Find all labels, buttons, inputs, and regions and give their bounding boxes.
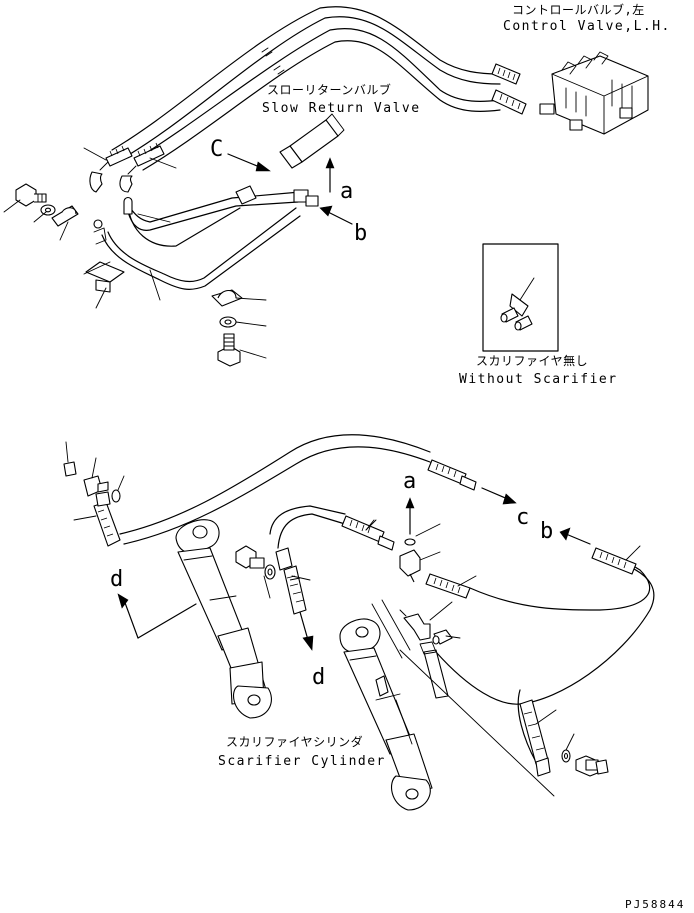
elbow-fitting-small xyxy=(123,196,133,215)
guide-line-lower-right xyxy=(399,649,555,797)
hose-break-mark-1 xyxy=(261,47,273,57)
leader-lines-top xyxy=(3,147,267,359)
hose-fitting-left-1 xyxy=(89,145,133,193)
slow-return-valve xyxy=(279,113,345,169)
leader-lines-bottom-right xyxy=(263,519,641,751)
ref-letter-c-bottom: c xyxy=(516,505,529,530)
pipe-long-lower xyxy=(101,215,301,290)
scarifier-cylinder-left xyxy=(175,519,272,719)
scarifier-cylinder-center xyxy=(339,618,433,811)
inset-frame xyxy=(482,243,559,352)
control-valve-label-en: Control Valve,L.H. xyxy=(503,19,671,34)
hose-fitting-center-2 xyxy=(425,573,471,599)
hose-right-loop-2 xyxy=(277,513,346,549)
hose-fitting-valve-2 xyxy=(491,89,527,115)
bolt-left xyxy=(15,183,47,207)
slow-return-valve-label-jp: スローリターンバルブ xyxy=(267,82,391,97)
pipe-tee-right-2 xyxy=(127,201,299,231)
arrow-c-top-shaft xyxy=(227,153,263,169)
washer-center xyxy=(219,316,237,328)
ref-letter-b-top: b xyxy=(354,221,367,246)
arrow-d-center-head xyxy=(302,635,314,651)
arrow-c-bottom-head xyxy=(502,493,517,505)
arrow-d-left-head xyxy=(117,593,129,609)
bracket-lower-left xyxy=(83,261,125,293)
bolt-bottom-mid xyxy=(235,545,265,569)
arrow-a-bottom-head xyxy=(405,497,415,509)
slow-return-valve-label-en: Slow Return Valve xyxy=(262,101,421,116)
clamp-left xyxy=(51,205,107,245)
arrow-d-left-line-1 xyxy=(123,599,139,639)
control-valve-label-jp: コントロールバルブ,左 xyxy=(512,2,645,17)
hose-main-loop-2 xyxy=(123,446,431,545)
bolt-center xyxy=(217,333,241,367)
oring-small-left xyxy=(111,489,121,503)
hose-fitting-right xyxy=(591,547,637,575)
hose-fitting-center-1 xyxy=(341,515,395,551)
guide-line-2 xyxy=(381,599,411,651)
washer-left xyxy=(40,204,56,216)
tee-fitting-bottom xyxy=(399,538,421,583)
ref-letter-a-top: a xyxy=(340,179,353,204)
pipe-bend-middle xyxy=(127,203,241,247)
hose-lower-right xyxy=(517,689,537,763)
hose-fitting-left-2 xyxy=(119,142,165,193)
leader-lines-bottom-left xyxy=(65,441,125,521)
arrow-a-top-head xyxy=(325,157,335,169)
hose-fitting-center-3 xyxy=(275,547,307,615)
hose-fitting-lower-left xyxy=(93,491,121,547)
drawing-code: PJ58844 xyxy=(625,898,685,911)
ref-letter-a-bottom: a xyxy=(403,469,416,494)
ref-letter-d-left: d xyxy=(110,567,123,592)
arrow-d-left-line-2 xyxy=(137,603,197,639)
short-hose-down xyxy=(419,641,449,699)
without-scarifier-inset xyxy=(482,243,559,352)
hose-big-right-2 xyxy=(435,565,655,705)
without-scarifier-label-en: Without Scarifier xyxy=(459,372,618,387)
hose-main-loop xyxy=(119,434,431,535)
arrow-d-center-shaft xyxy=(299,611,309,641)
ref-letter-c-top: C xyxy=(210,137,223,162)
pipe-long-lower-2 xyxy=(107,207,297,283)
guide-line-3 xyxy=(395,699,413,745)
hose-upper-2 xyxy=(119,16,501,161)
hose-fitting-valve-1 xyxy=(491,63,521,85)
elbow-small-left xyxy=(83,475,109,497)
tee-fitting-upper xyxy=(235,185,319,207)
guide-line-1 xyxy=(371,603,403,659)
ref-letter-d-center: d xyxy=(312,665,325,690)
arrow-b-bottom-head xyxy=(559,527,571,541)
hose-right-loop xyxy=(269,505,346,535)
bottom-assembly xyxy=(63,434,655,811)
arrow-c-top-head xyxy=(255,161,271,172)
control-valve-lh xyxy=(539,51,649,135)
washer-lower-right xyxy=(561,749,571,763)
clamp-center xyxy=(211,289,243,307)
arrow-b-top-shaft xyxy=(327,211,353,225)
hose-big-right xyxy=(469,557,651,611)
hose-upper-3 xyxy=(134,28,501,161)
scarifier-cylinder-label-jp: スカリファイヤシリンダ xyxy=(226,734,363,749)
hose-upper-4 xyxy=(142,40,501,171)
hose-fitting-top-1 xyxy=(427,459,477,491)
plug-small-left xyxy=(63,461,77,477)
hose-upper-1 xyxy=(111,6,501,151)
washer-bottom-mid xyxy=(264,564,276,580)
arrow-b-top-head xyxy=(319,205,333,217)
bolt-lower-right xyxy=(575,755,609,777)
arrow-b-bottom-shaft xyxy=(565,533,591,545)
inset-plug-fittings xyxy=(500,293,533,331)
plug-fitting-bottom xyxy=(432,629,453,645)
scarifier-cylinder-label-en: Scarifier Cylinder xyxy=(218,754,386,769)
without-scarifier-label-jp: スカリファイヤ無し xyxy=(476,353,588,368)
hose-fitting-lower-right xyxy=(519,699,551,777)
ref-letter-b-bottom: b xyxy=(540,519,553,544)
elbow-fitting-bottom xyxy=(399,609,431,641)
top-assembly xyxy=(3,6,649,367)
hose-break-mark-2 xyxy=(273,65,285,75)
